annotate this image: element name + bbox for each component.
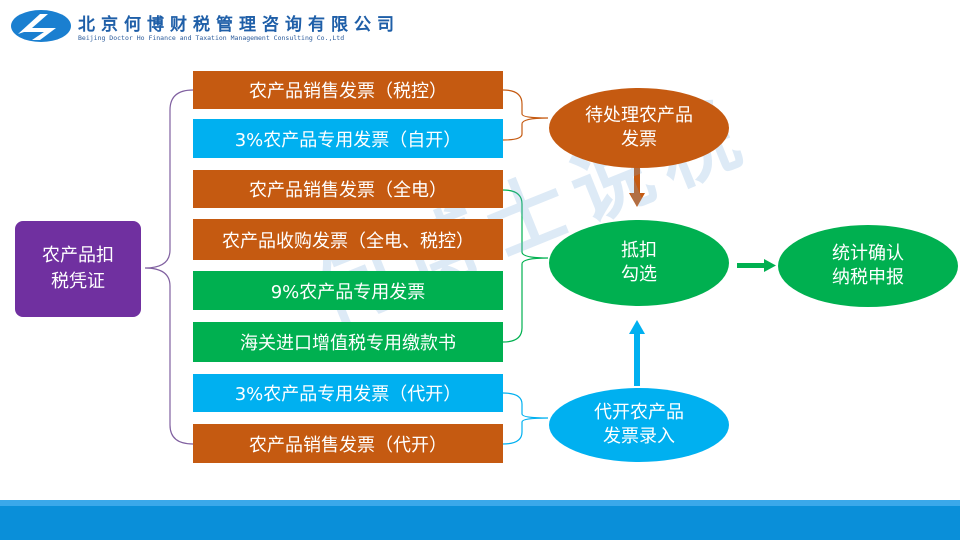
- source-box: 农产品扣税凭证: [15, 221, 141, 317]
- company-name-en: Beijing Doctor Ho Finance and Taxation M…: [78, 34, 345, 42]
- arrow-down-orange: [629, 165, 645, 207]
- invoice-item: 3%农产品专用发票（代开）: [193, 374, 503, 412]
- deduct-node: 抵扣勾选: [549, 220, 729, 306]
- bottom-bracket: [502, 392, 549, 445]
- invoice-item: 农产品销售发票（代开）: [193, 424, 503, 463]
- pending-label: 待处理农产品发票: [585, 105, 693, 150]
- deduct-label: 抵扣勾选: [621, 240, 657, 285]
- arrow-right-green: [737, 259, 776, 272]
- footer-bar: [0, 500, 960, 540]
- top-bracket: [502, 89, 549, 141]
- agent-node: 代开农产品发票录入: [549, 388, 729, 462]
- invoice-item: 农产品销售发票（全电）: [193, 170, 503, 208]
- invoice-item: 3%农产品专用发票（自开）: [193, 119, 503, 158]
- declare-label: 统计确认纳税申报: [832, 243, 904, 288]
- arrow-up-blue: [629, 320, 645, 386]
- invoice-item: 海关进口增值税专用缴款书: [193, 322, 503, 362]
- invoice-item: 农产品收购发票（全电、税控）: [193, 219, 503, 260]
- middle-bracket: [502, 189, 549, 343]
- agent-label: 代开农产品发票录入: [594, 402, 684, 447]
- source-label: 农产品扣税凭证: [42, 245, 114, 292]
- left-bracket: [144, 89, 194, 445]
- invoice-item: 9%农产品专用发票: [193, 271, 503, 310]
- pending-node: 待处理农产品发票: [549, 88, 729, 168]
- company-logo: [10, 8, 72, 44]
- invoice-item: 农产品销售发票（税控）: [193, 71, 503, 109]
- company-name-cn: 北京何博财税管理咨询有限公司: [78, 15, 400, 35]
- declare-node: 统计确认纳税申报: [778, 225, 958, 307]
